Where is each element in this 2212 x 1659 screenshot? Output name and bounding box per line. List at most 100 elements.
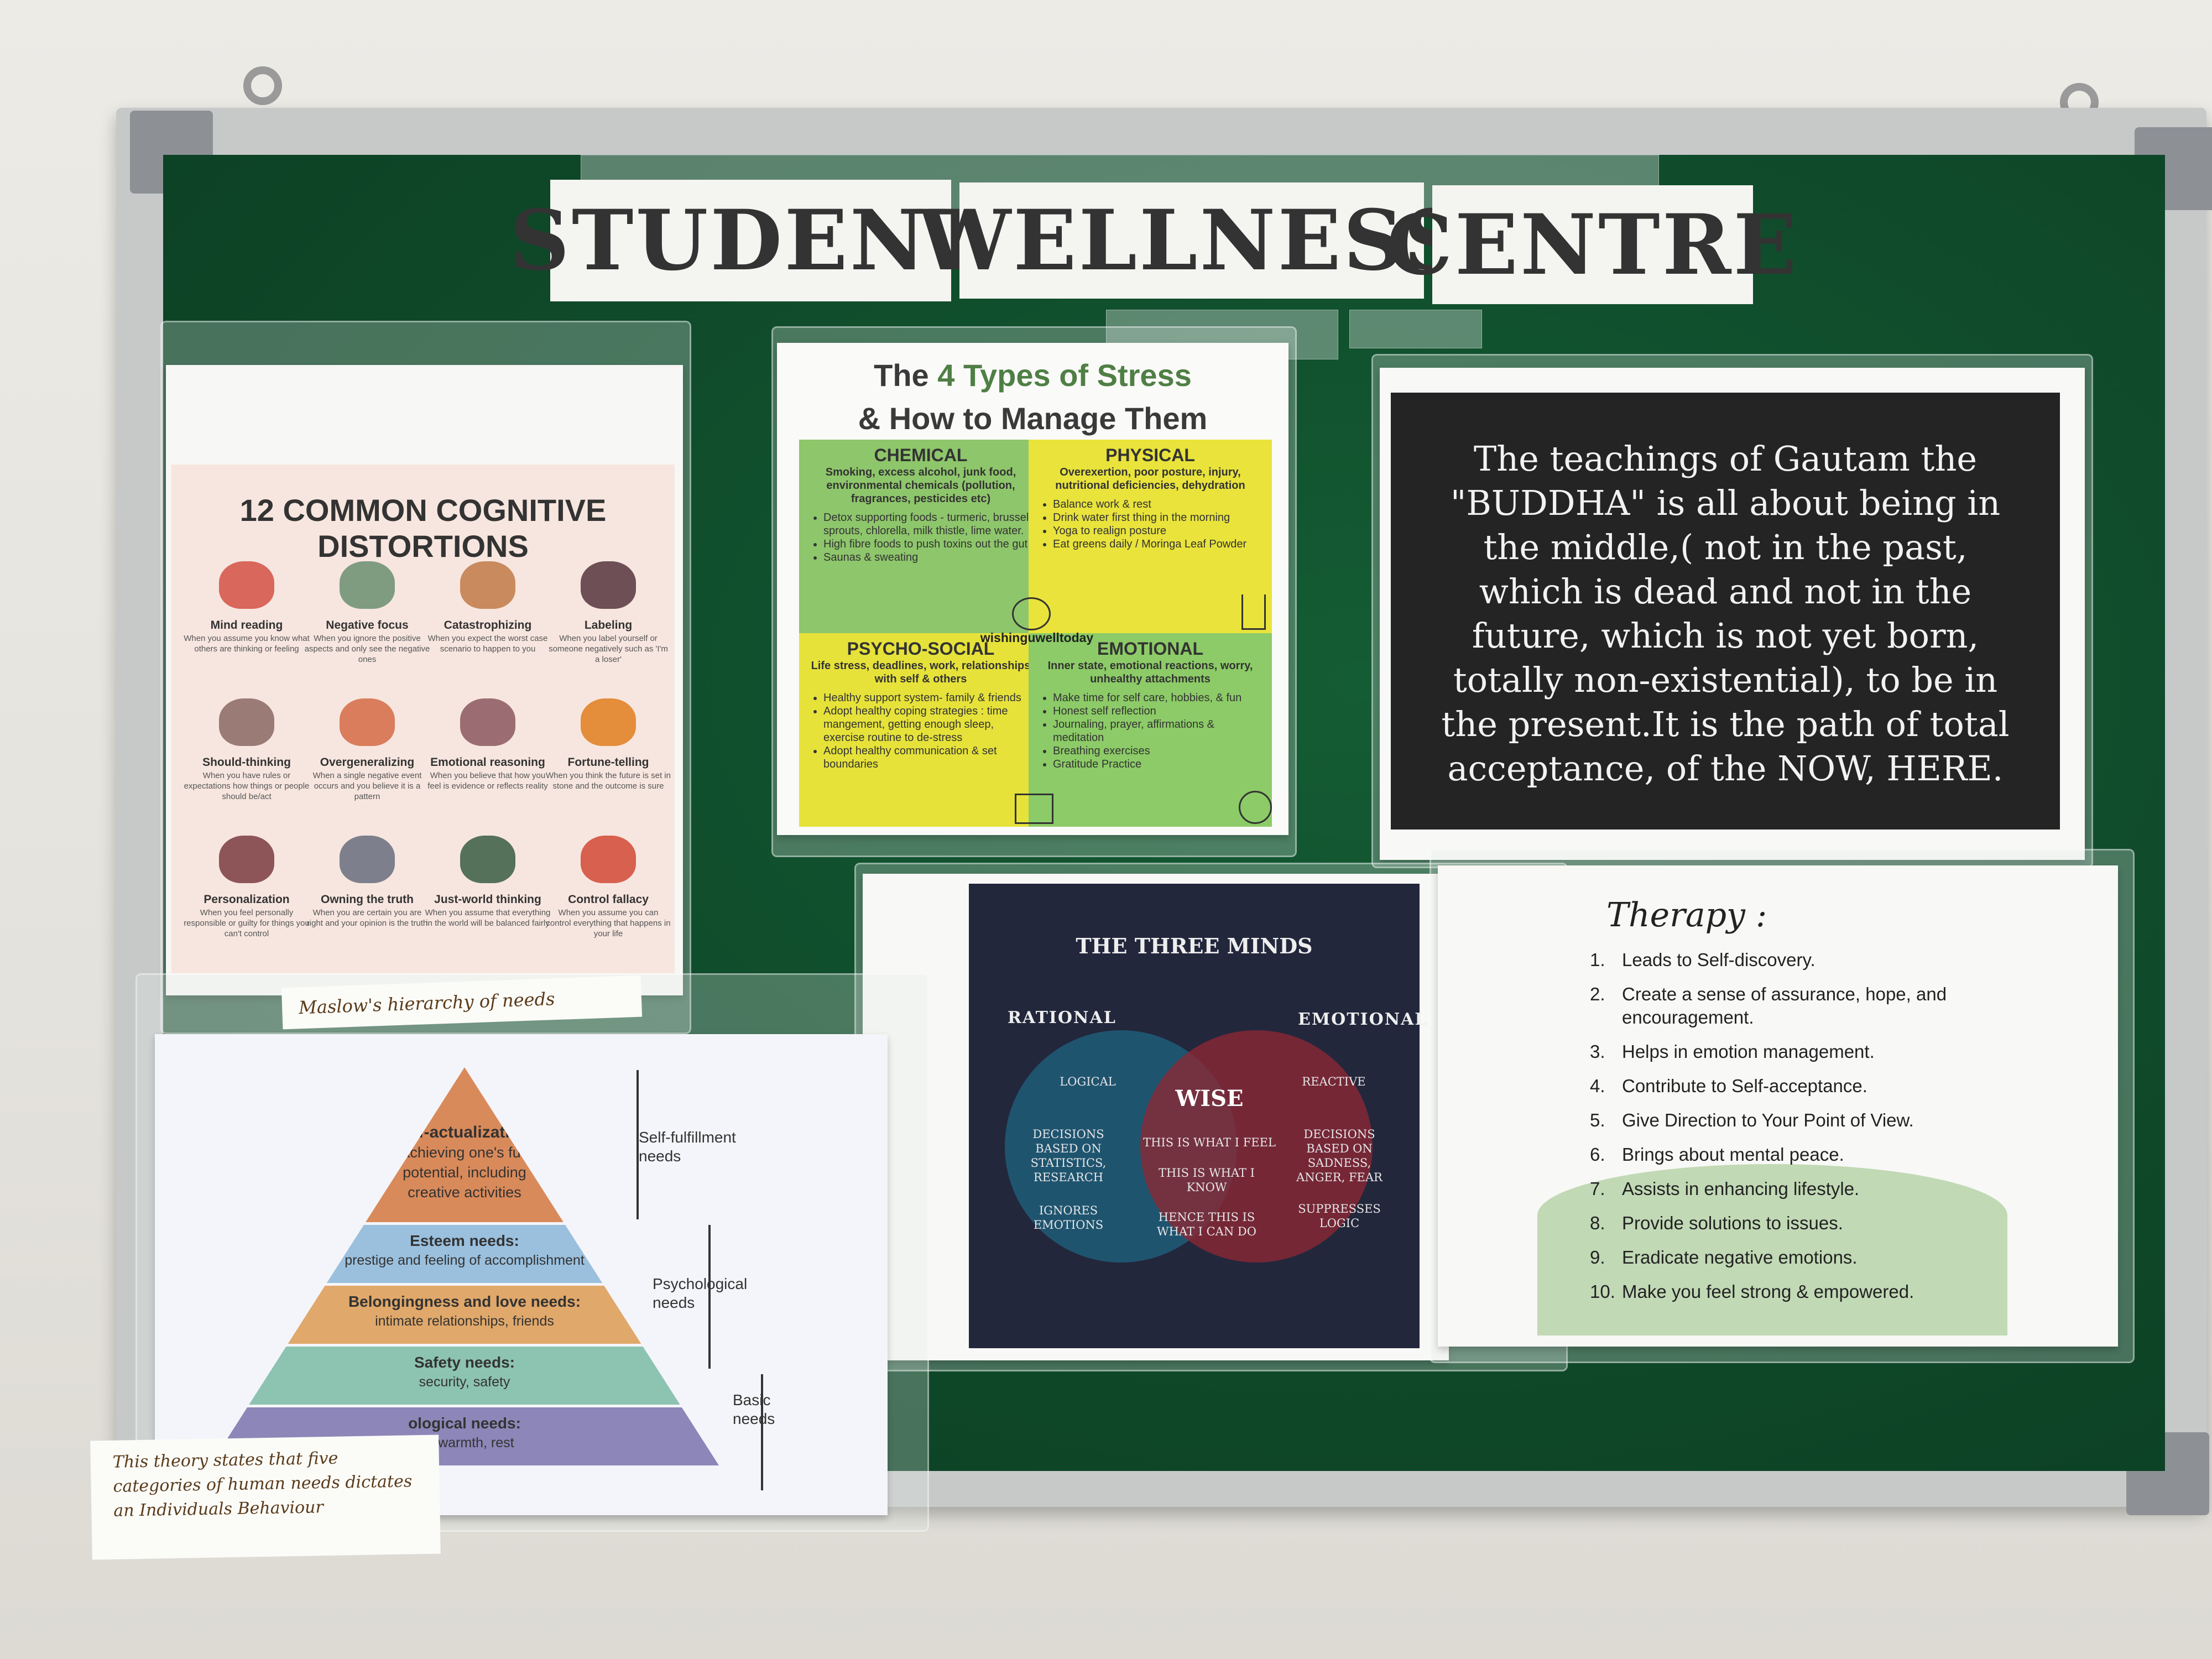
tip-item: Adopt healthy coping strategies : time m… — [823, 705, 1035, 744]
earth-icon — [1012, 597, 1051, 630]
bracket-psych — [700, 1225, 711, 1369]
wise-do: HENCE THIS IS WHAT I CAN DO — [1157, 1211, 1256, 1238]
brain-icon — [340, 836, 395, 883]
distortion-name: Should-thinking — [202, 756, 291, 769]
distortion-description: When you are certain you are right and y… — [306, 908, 428, 928]
benefit-number: 7. — [1590, 1178, 1605, 1199]
title-line-2: & How to Manage Them — [858, 401, 1208, 436]
wise-know: THIS IS WHAT I KNOW — [1159, 1166, 1255, 1194]
distortion-description: When you think the future is set in ston… — [546, 771, 671, 791]
wise-feel: THIS IS WHAT I FEEL — [1143, 1136, 1276, 1149]
distortion-name: Just-world thinking — [434, 893, 541, 906]
distortion-description: When you expect the worst case scenario … — [427, 634, 548, 654]
self-fulfillment-label: Self-fulfillment needs — [639, 1129, 736, 1165]
benefit-text: Helps in emotion management. — [1622, 1041, 1875, 1062]
tip-item: Balance work & rest — [1053, 498, 1264, 511]
pyramid-level: Esteem needs:prestige and feeling of acc… — [326, 1225, 603, 1283]
distortion-name: Mind reading — [210, 619, 283, 632]
therapy-benefit: 7. Assists in enhancing lifestyle. — [1590, 1177, 2077, 1201]
distortion-description: When you label yourself or someone negat… — [549, 634, 668, 664]
distortion-name: Catastrophizing — [444, 619, 532, 632]
quadrant-tips: Balance work & restDrink water first thi… — [1036, 498, 1264, 551]
header-word-student: STUDENT — [510, 180, 989, 301]
stress-poster: The 4 Types of Stress & How to Manage Th… — [777, 343, 1288, 835]
distortion-name: Control fallacy — [568, 893, 649, 906]
buddha-quote: The teachings of Gautam the "BUDDHA" is … — [1391, 393, 2060, 830]
benefit-number: 2. — [1590, 984, 1605, 1004]
benefit-number: 9. — [1590, 1247, 1605, 1267]
left-hanging-hook — [243, 66, 282, 105]
therapy-benefit: 10. Make you feel strong & empowered. — [1590, 1280, 2077, 1303]
brain-icon — [460, 836, 515, 883]
brain-icon — [581, 836, 636, 883]
distortion-description: When you believe that how you feel is ev… — [427, 771, 548, 791]
tape-strip — [1349, 310, 1482, 348]
benefit-number: 10. — [1590, 1281, 1615, 1302]
benefit-text: Leads to Self-discovery. — [1622, 950, 1815, 970]
bracket-basic — [752, 1374, 763, 1490]
maslow-paper: Self-actualization:achieving one's full … — [155, 1034, 888, 1515]
level-description: security, safety — [419, 1374, 510, 1390]
quadrant-heading: PSYCHO-SOCIAL — [847, 639, 995, 659]
brain-icon — [219, 836, 274, 883]
title-prefix: The — [874, 358, 938, 393]
distortion-name: Negative focus — [326, 619, 409, 632]
header-word-centre: CENTRE — [1386, 185, 1797, 304]
brain-icon — [340, 561, 395, 609]
distortion-name: Overgeneralizing — [320, 756, 415, 769]
therapy-benefit: 3.Helps in emotion management. — [1590, 1040, 2077, 1063]
benefit-number: 6. — [1590, 1144, 1605, 1165]
brain-icon — [219, 561, 274, 609]
therapy-benefits-list: 1. Leads to Self-discovery. 2. Create a sen… — [1590, 948, 2077, 1314]
brain-icon — [340, 698, 395, 746]
level-title: Belongingness and love needs: — [348, 1293, 581, 1310]
meditation-icon — [1239, 791, 1272, 824]
benefit-number: 1. — [1590, 950, 1605, 970]
pyramid-level: Self-actualization:achieving one's full … — [366, 1067, 564, 1222]
therapy-benefit: 5.Give Direction to Your Point of View. — [1590, 1109, 2077, 1132]
benefit-text: Contribute to Self-acceptance. — [1622, 1076, 1867, 1096]
cognitive-distortions-poster: 12 COMMON COGNITIVE DISTORTIONS Mind rea… — [171, 465, 675, 973]
distortion-name: Labeling — [584, 619, 633, 632]
emotional-label: EMOTIONAL — [1298, 1010, 1428, 1029]
therapy-benefit: 4.Contribute to Self-acceptance. — [1590, 1074, 2077, 1098]
reactive-label: REACTIVE — [1302, 1075, 1366, 1088]
quadrant-heading: PHYSICAL — [1105, 445, 1195, 465]
benefit-text: Give Direction to Your Point of View. — [1622, 1110, 1914, 1130]
quadrant-causes: Smoking, excess alcohol, junk food, envi… — [825, 466, 1016, 505]
level-description: achieving one's full potential, includin… — [401, 1144, 528, 1201]
brain-icon — [460, 698, 515, 746]
therapy-benefit: 2. Create a sense of assurance, hope, and… — [1590, 983, 2077, 1029]
benefit-text: Eradicate negative emotions. — [1622, 1247, 1858, 1267]
distortion-description: When a single negative event occurs and … — [312, 771, 422, 801]
tip-item: Eat greens daily / Moringa Leaf Powder — [1053, 538, 1264, 551]
level-title: Esteem needs: — [410, 1232, 519, 1249]
distortion-name: Personalization — [204, 893, 290, 906]
benefit-text: Make you feel strong & empowered. — [1622, 1281, 1914, 1302]
rational-label: RATIONAL — [1008, 1008, 1117, 1027]
basic-label: Basic needs — [733, 1391, 775, 1427]
header-word-wellness: WELLNESS — [918, 182, 1463, 299]
quadrant-tips: Detox supporting foods - turmeric, bruss… — [807, 511, 1035, 564]
psychological-label: Psychological needs — [653, 1275, 748, 1311]
benefit-text: Assists in enhancing lifestyle. — [1622, 1178, 1860, 1199]
distortion-description: When you ignore the positive aspects and… — [304, 634, 430, 664]
benefit-text: Create a sense of assurance, hope, and e… — [1622, 984, 1947, 1027]
logical-label: LOGICAL — [1060, 1075, 1116, 1088]
water-glass-icon — [1241, 594, 1266, 630]
tip-item: Honest self reflection — [1053, 705, 1264, 718]
distortion-description: When you assume that everything in the w… — [425, 908, 551, 928]
